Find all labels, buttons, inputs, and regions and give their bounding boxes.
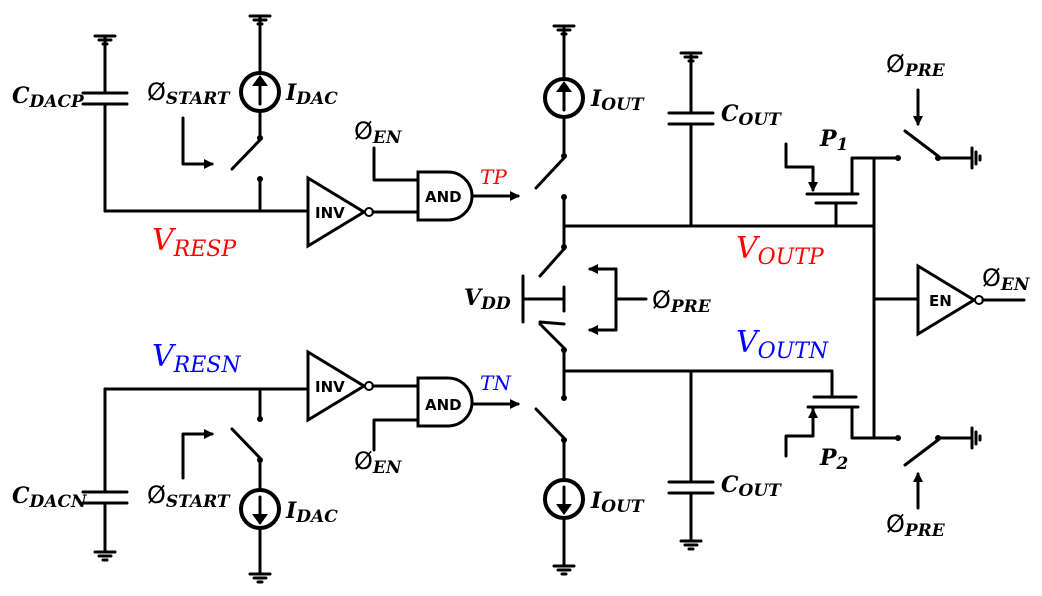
svg-text:P2: P2	[819, 445, 849, 474]
svg-text:CDACN: CDACN	[12, 483, 88, 512]
svg-text:VRESN: VRESN	[152, 339, 241, 378]
label-phi-en-top: ØEN	[354, 117, 403, 148]
label-p1: P1	[819, 126, 848, 155]
label-vdd: VDD	[464, 285, 511, 314]
svg-text:ØEN: ØEN	[354, 117, 403, 148]
en-buffer-gate	[916, 263, 1026, 337]
label-cdacn: CDACN	[12, 483, 88, 512]
label-phi-en-right: ØEN	[982, 264, 1031, 295]
iout-bot-source	[534, 395, 585, 576]
p2-transistor	[784, 369, 898, 458]
label-idac-top: IDAC	[285, 80, 338, 109]
label-iout-bot: IOUT	[590, 488, 645, 517]
p1-transistor	[784, 142, 898, 228]
label-phi-start-top: ØSTART	[147, 78, 231, 109]
inv-bot-label: INV	[315, 378, 345, 396]
svg-text:ØEN: ØEN	[354, 447, 403, 478]
svg-text:IOUT: IOUT	[590, 86, 645, 115]
idac-bot-source	[181, 387, 281, 584]
pre-switch-bot	[895, 426, 982, 510]
label-phi-en-bot: ØEN	[354, 447, 403, 478]
svg-text:ØPRE: ØPRE	[652, 286, 712, 317]
label-cout-bot: COUT	[721, 472, 782, 501]
iout-top-source	[534, 24, 585, 247]
label-tn: TN	[480, 371, 512, 395]
label-cout-top: COUT	[721, 101, 782, 130]
svg-text:ØSTART: ØSTART	[147, 481, 231, 512]
and-top-label: AND	[425, 188, 462, 206]
cout-top-capacitor	[667, 51, 715, 228]
inv-top-gate	[306, 175, 420, 249]
svg-text:IDAC: IDAC	[285, 498, 338, 527]
svg-text:CDACP: CDACP	[12, 83, 85, 112]
label-vresn: VRESN	[152, 339, 241, 378]
cdacn-capacitor	[81, 387, 129, 562]
and-top-gate	[372, 146, 520, 222]
svg-text:COUT: COUT	[721, 472, 782, 501]
cout-bot-capacitor	[667, 369, 715, 551]
svg-text:P1: P1	[819, 126, 848, 155]
label-phi-pre-top: ØPRE	[886, 50, 946, 81]
and-bot-gate	[372, 376, 520, 452]
svg-text:ØPRE: ØPRE	[886, 510, 946, 541]
idac-top-source	[181, 14, 281, 213]
label-vresp: VRESP	[152, 223, 237, 262]
svg-text:VOUTN: VOUTN	[736, 325, 829, 364]
inv-bot-gate	[306, 349, 420, 423]
svg-text:COUT: COUT	[721, 101, 782, 130]
svg-text:VOUTP: VOUTP	[736, 231, 825, 270]
svg-text:VDD: VDD	[464, 285, 511, 314]
inv-top-label: INV	[315, 204, 345, 222]
label-cdacp: CDACP	[12, 83, 85, 112]
label-phi-start-bot: ØSTART	[147, 481, 231, 512]
svg-text:ØSTART: ØSTART	[147, 78, 231, 109]
svg-text:VRESP: VRESP	[152, 223, 237, 262]
center-switch-vdd	[521, 244, 648, 353]
cdacp-capacitor	[81, 34, 129, 213]
label-phi-pre-mid: ØPRE	[652, 286, 712, 317]
label-iout-top: IOUT	[590, 86, 645, 115]
svg-text:ØEN: ØEN	[982, 264, 1031, 295]
svg-text:IOUT: IOUT	[590, 488, 645, 517]
label-voutp: VOUTP	[736, 231, 825, 270]
label-phi-pre-bot: ØPRE	[886, 510, 946, 541]
and-bot-label: AND	[425, 396, 462, 414]
label-idac-bot: IDAC	[285, 498, 338, 527]
pre-switch-top	[895, 88, 982, 170]
svg-text:ØPRE: ØPRE	[886, 50, 946, 81]
label-voutn: VOUTN	[736, 325, 829, 364]
svg-text:IDAC: IDAC	[285, 80, 338, 109]
label-tp: TP	[480, 165, 507, 189]
label-p2: P2	[819, 445, 849, 474]
en-buffer-label: EN	[929, 292, 952, 310]
